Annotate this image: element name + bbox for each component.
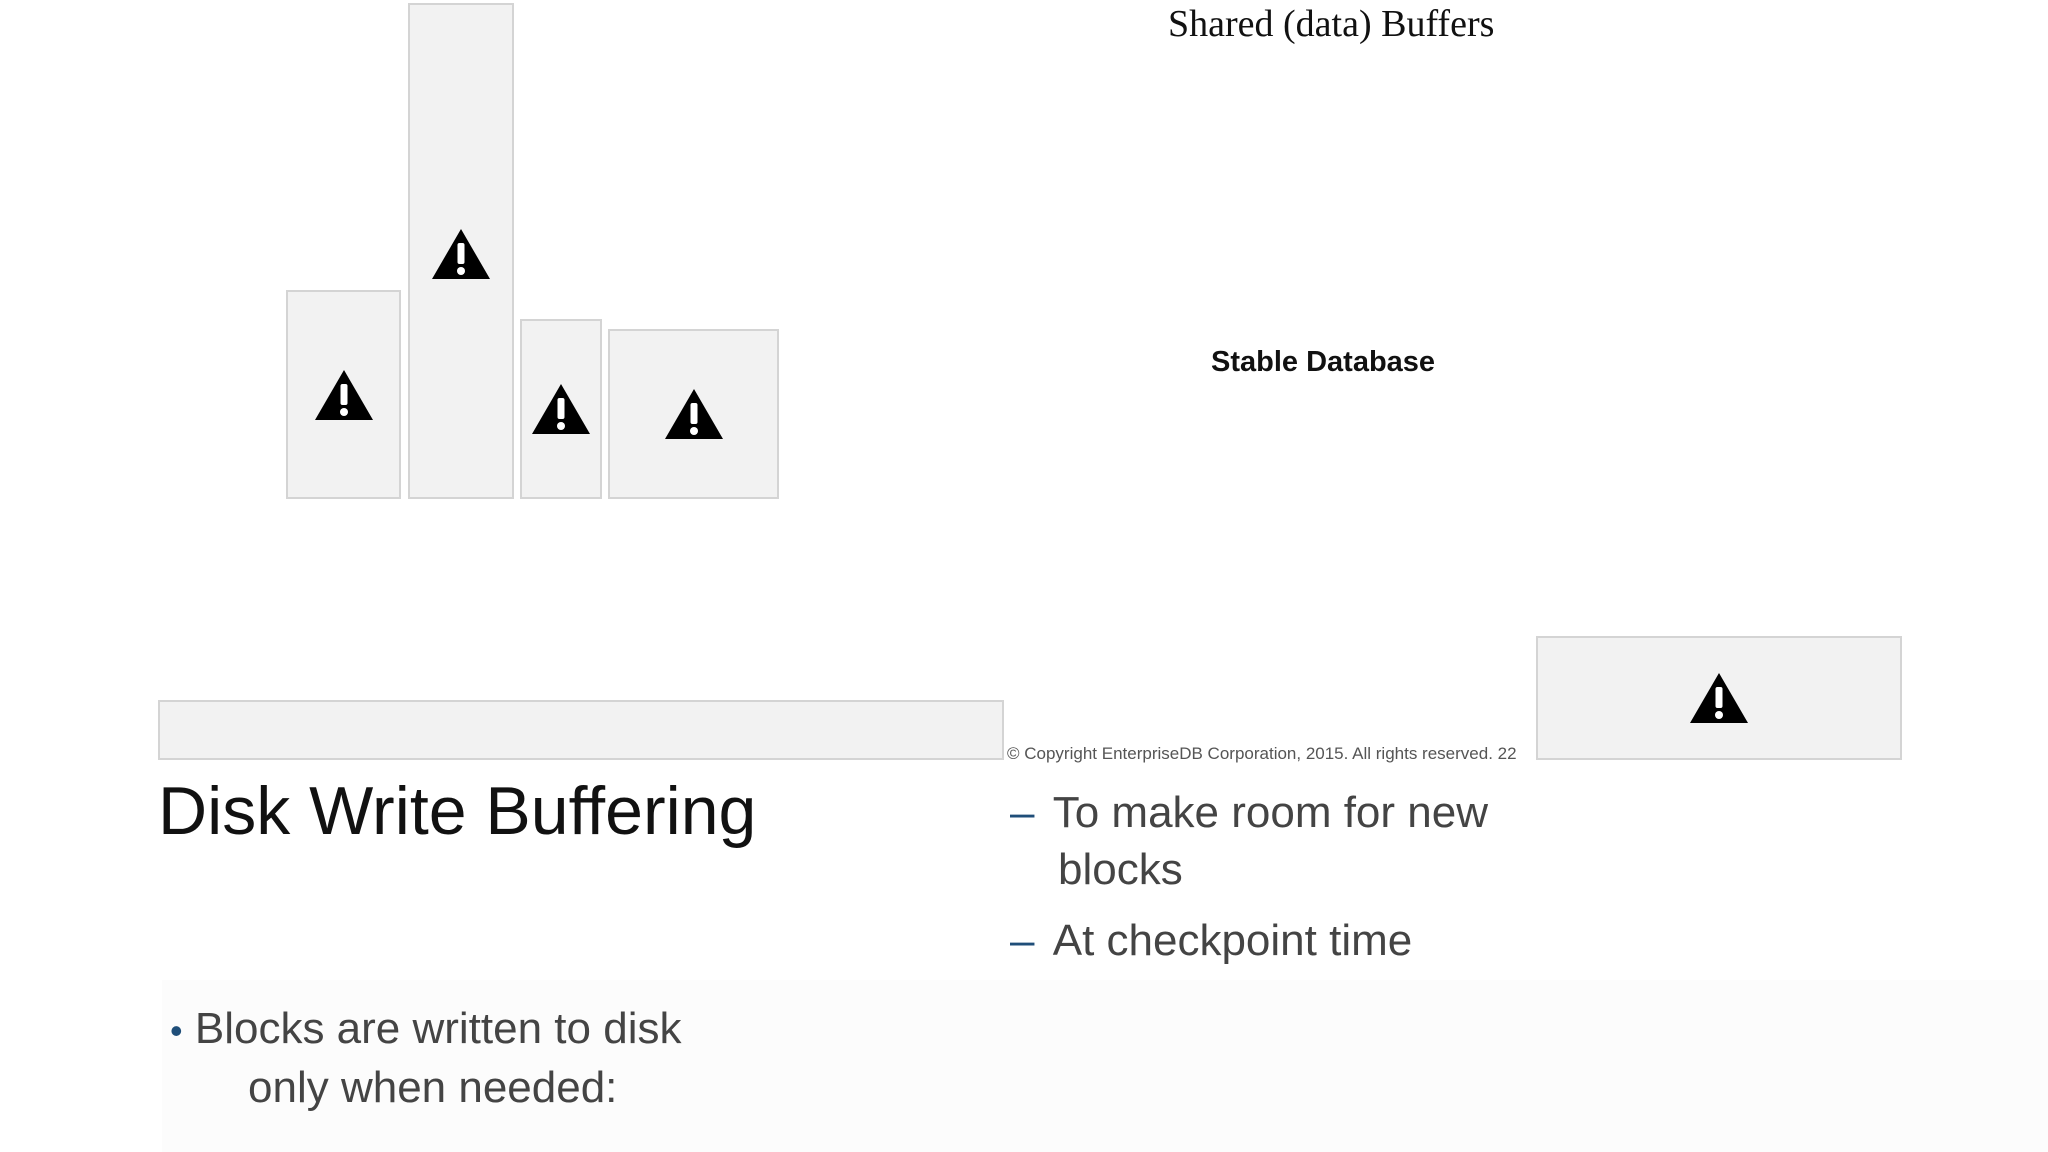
image-placeholder-bar: [158, 700, 1004, 760]
image-placeholder-4: [608, 329, 779, 499]
warning-icon: [532, 384, 590, 434]
bullet-sub-2: – At checkpoint time: [1010, 912, 1412, 969]
warning-icon: [432, 229, 490, 279]
image-placeholder-right: [1536, 636, 1902, 760]
copyright-notice: © Copyright EnterpriseDB Corporation, 20…: [1007, 744, 1517, 763]
image-placeholder-1: [286, 290, 401, 499]
image-placeholder-2: [408, 3, 514, 499]
dash-marker: –: [1010, 788, 1035, 837]
bullet-sub-1-line2: blocks: [1058, 845, 1183, 894]
slide-title: Disk Write Buffering: [158, 773, 757, 849]
bullet-marker: •: [170, 1010, 183, 1051]
image-placeholder-3: [520, 319, 602, 499]
warning-icon: [1690, 673, 1748, 723]
bullet-sub-2-line1: – At checkpoint time: [1010, 916, 1413, 965]
stable-database-label: Stable Database: [1211, 346, 1436, 378]
bullet-panel: [162, 980, 2048, 1152]
warning-icon: [664, 389, 723, 439]
shared-buffers-label: Shared (data) Buffers: [1168, 3, 1495, 45]
warning-icon: [314, 369, 373, 420]
bullet-sub-1: – To make room for new blocks: [1010, 784, 1488, 898]
bullet-main: • Blocks are written to disk only when n…: [170, 1000, 681, 1116]
dash-marker: –: [1010, 916, 1035, 965]
bullet-main-line1: • Blocks are written to disk: [170, 1004, 682, 1053]
bullet-sub-1-line1: – To make room for new: [1010, 788, 1488, 837]
bullet-main-line2: only when needed:: [248, 1063, 618, 1112]
